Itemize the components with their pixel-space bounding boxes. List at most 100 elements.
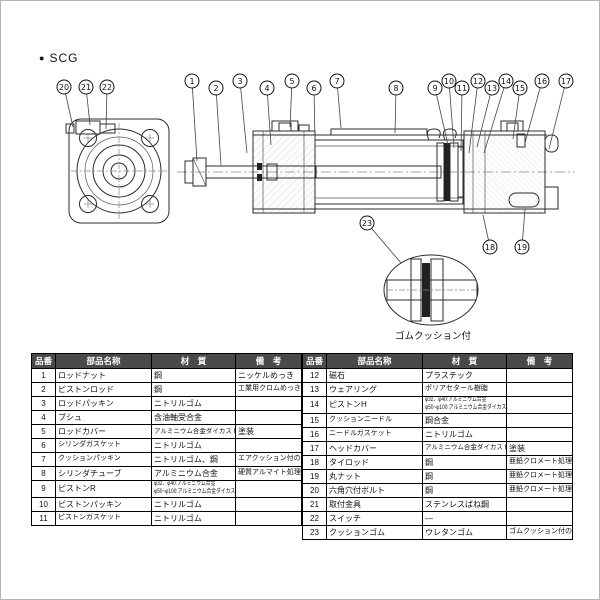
leader-line-16: [524, 80, 543, 144]
leader-line-6: [313, 87, 316, 144]
material-cell: ニトリルゴム: [151, 438, 236, 453]
name-cell: ロッドパッキン: [55, 396, 152, 411]
leader-line-10: [448, 80, 455, 149]
remark-cell: [506, 496, 573, 512]
name-cell: タイロッド: [326, 454, 423, 470]
balloon-number-22: 22: [102, 83, 112, 92]
balloon-number-23: 23: [362, 219, 372, 228]
balloon-12: [470, 73, 486, 89]
name-cell: 磁石: [326, 368, 423, 383]
rear-tab: [544, 134, 559, 153]
remark-cell: 硬質アルマイト処理: [235, 466, 302, 481]
material-cell: 含油軸受合金: [151, 410, 236, 425]
material-cell: アルミニウム合金ダイカスト: [151, 424, 236, 439]
no-cell: 18: [302, 454, 327, 470]
name-cell: 取付金具: [326, 496, 423, 512]
no-cell: 6: [31, 438, 56, 453]
leader-line-4: [266, 87, 272, 146]
header-remark: 備 考: [235, 353, 302, 369]
header-name: 部品名称: [326, 353, 423, 369]
leader-line-1: [191, 80, 198, 162]
remark-cell: [506, 510, 573, 526]
balloon-13: [484, 80, 500, 96]
material-cell: ニトリルゴム: [151, 496, 236, 512]
balloon-number-12: 12: [473, 77, 483, 86]
remark-cell: [235, 510, 302, 526]
material-cell: アルミニウム合金ダイカスト: [422, 440, 507, 456]
material-cell: 鋼: [422, 454, 507, 470]
balloon-22: [99, 79, 115, 95]
name-cell: ピストンパッキン: [55, 496, 152, 512]
no-cell: 16: [302, 426, 327, 442]
header-material: 材 質: [151, 353, 236, 369]
balloon-3: [232, 73, 248, 89]
no-cell: 2: [31, 382, 56, 397]
hex-socket-bolt: [65, 123, 75, 134]
material-cell: ニトリルゴム: [422, 426, 507, 442]
front-view: [65, 118, 170, 224]
remark-cell: [235, 496, 302, 512]
material-line-2: φ50~φ100:アルミニウム合金ダイカスト: [154, 488, 236, 495]
mounting-bracket: [75, 120, 101, 135]
balloon-5: [284, 73, 300, 89]
balloon-20: [56, 79, 72, 95]
remark-cell: [506, 412, 573, 428]
no-cell: 5: [31, 424, 56, 439]
leader-line-12: [468, 80, 479, 154]
remark-cell: 亜鉛クロメート処理: [506, 454, 573, 470]
balloon-16: [534, 73, 550, 89]
series-name: SCG: [49, 51, 79, 65]
no-cell: 3: [31, 396, 56, 411]
material-cell: 鋼: [151, 368, 236, 383]
no-cell: 22: [302, 510, 327, 526]
material-cell: 鋼: [151, 382, 236, 397]
no-cell: 11: [31, 510, 56, 526]
material-cell: ―: [422, 510, 507, 526]
leader-line-2: [215, 87, 222, 166]
remark-cell: 亜鉛クロメート処理: [506, 468, 573, 484]
name-cell: ピストンR: [55, 480, 152, 498]
piston-packing: [444, 143, 450, 201]
remark-cell: 塗装: [235, 424, 302, 439]
no-cell: 13: [302, 382, 327, 397]
name-cell: ロッドナット: [55, 368, 152, 383]
balloon-14: [498, 73, 514, 89]
balloon-number-17: 17: [561, 77, 571, 86]
material-line-1: φ32、φ40:アルミニウム合金: [154, 481, 216, 487]
remark-cell: [506, 382, 573, 397]
balloon-number-10: 10: [444, 77, 454, 86]
no-cell: 15: [302, 412, 327, 428]
material-cell: ニトリルゴム: [151, 510, 236, 526]
detail-caption: ゴムクッション付: [395, 330, 472, 342]
material-cell: 鋼合金: [422, 412, 507, 428]
remark-cell: [506, 396, 573, 414]
remark-cell: ニッケルめっき: [235, 368, 302, 383]
cylinder-structure-diagram: ゴムクッション付 2021221234567891011121314151617…: [56, 73, 575, 342]
remark-cell: [235, 410, 302, 425]
header-remark: 備 考: [506, 353, 573, 369]
switch-body: [99, 123, 116, 134]
name-cell: ピストンロッド: [55, 382, 152, 397]
rod-packing: [257, 163, 262, 170]
no-cell: 23: [302, 524, 327, 540]
balloon-23: [359, 215, 375, 231]
material-cell: ニトリルゴム: [151, 396, 236, 411]
balloon-8: [388, 80, 404, 96]
balloon-7: [329, 73, 345, 89]
no-cell: 7: [31, 452, 56, 467]
